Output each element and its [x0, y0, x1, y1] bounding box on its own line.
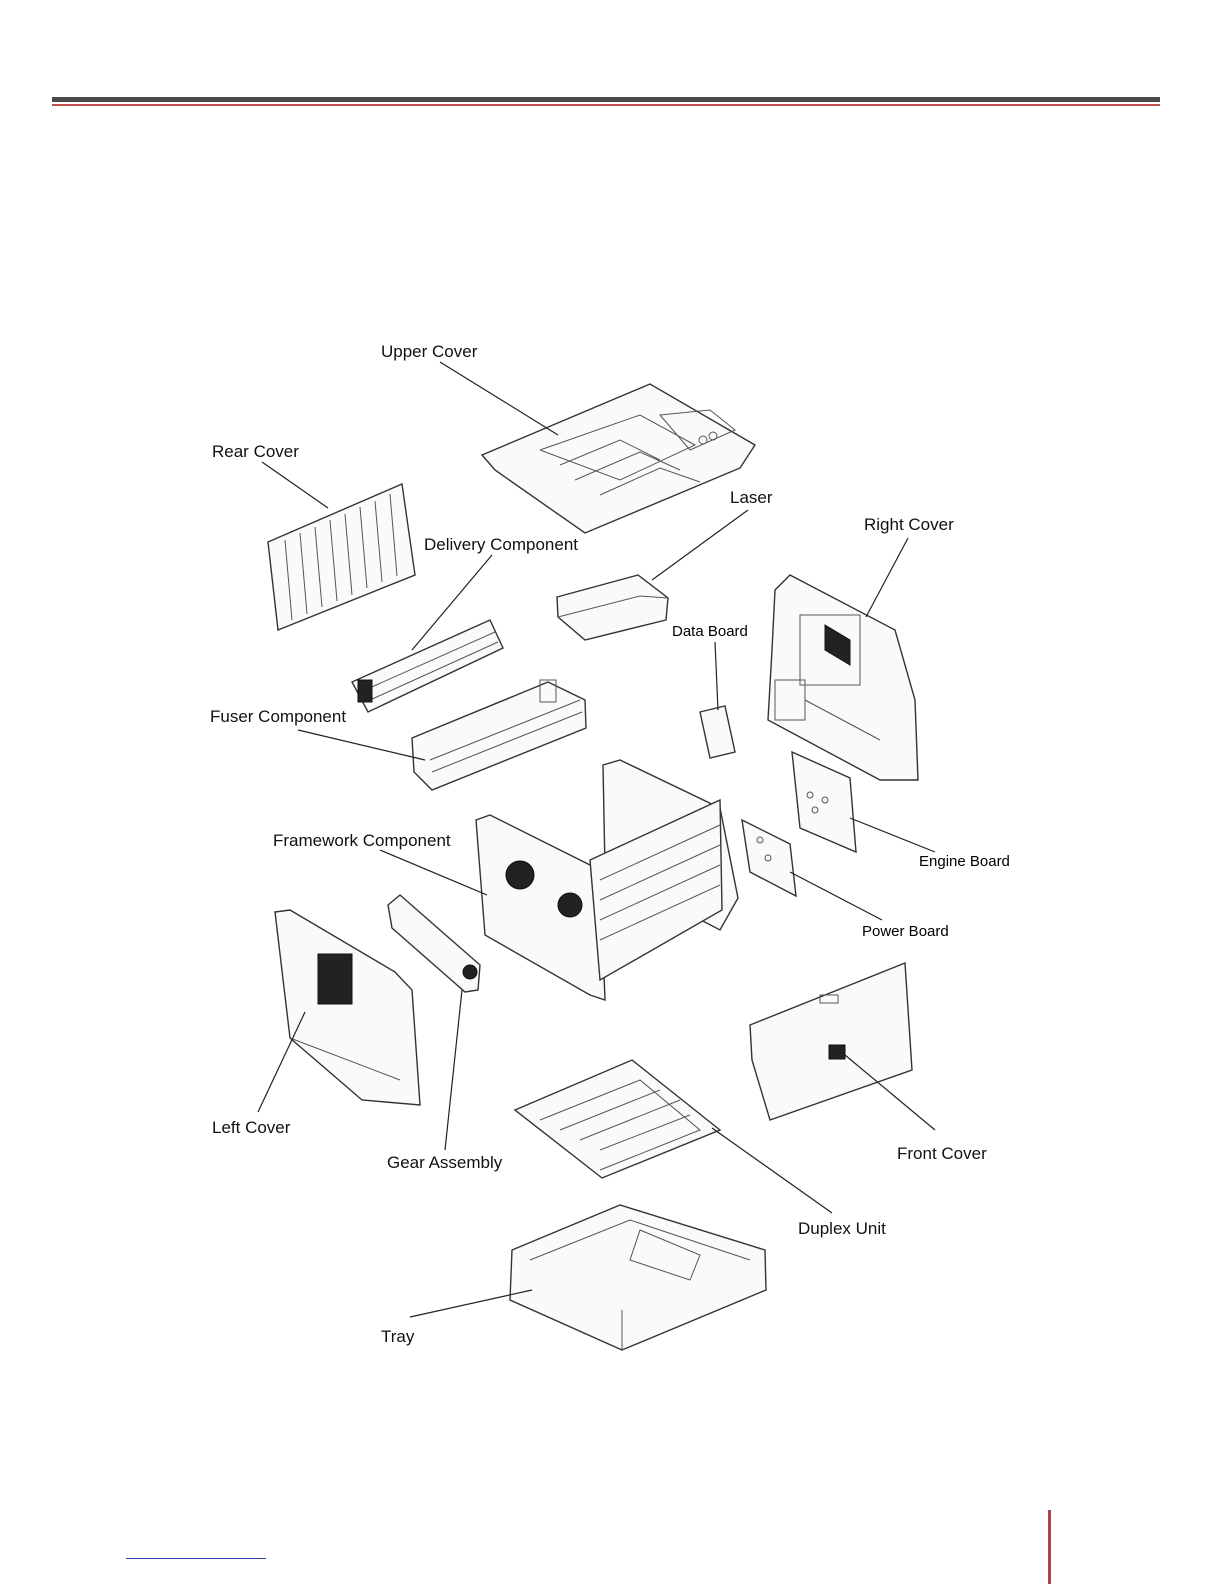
- label-front-cover: Front Cover: [897, 1144, 987, 1163]
- leader-data-board: [715, 642, 718, 710]
- left-cover-part: [275, 910, 420, 1105]
- leader-framework-component: [380, 850, 487, 895]
- leader-tray: [410, 1290, 532, 1317]
- label-right-cover: Right Cover: [864, 515, 954, 534]
- label-laser: Laser: [730, 488, 773, 507]
- leader-gear-assembly: [445, 990, 462, 1150]
- right-cover-part: [768, 575, 918, 780]
- leader-power-board: [790, 872, 882, 920]
- power-board-part: [742, 820, 796, 896]
- leader-laser: [652, 510, 748, 580]
- data-board-part: [700, 706, 735, 758]
- leader-upper-cover: [440, 362, 558, 435]
- duplex-unit-part: [515, 1060, 720, 1178]
- label-engine-board: Engine Board: [919, 853, 1010, 870]
- laser-part: [557, 575, 668, 640]
- upper-cover-part: [482, 384, 755, 533]
- label-rear-cover: Rear Cover: [212, 442, 299, 461]
- tray-part: [510, 1205, 766, 1350]
- leader-left-cover: [258, 1012, 305, 1112]
- leader-engine-board: [850, 818, 935, 852]
- engine-board-part: [792, 752, 856, 852]
- label-fuser-component: Fuser Component: [210, 707, 346, 726]
- label-power-board: Power Board: [862, 923, 949, 940]
- leader-rear-cover: [262, 462, 328, 508]
- leader-fuser-component: [298, 730, 425, 760]
- gear-assembly-part: [388, 895, 480, 992]
- framework-component-part: [476, 760, 738, 1000]
- leader-duplex-unit: [712, 1128, 832, 1213]
- leader-right-cover: [866, 538, 908, 617]
- delivery-component-part: [352, 620, 503, 712]
- label-delivery-component: Delivery Component: [424, 535, 578, 554]
- front-cover-part: [750, 963, 912, 1120]
- rear-cover-part: [268, 484, 415, 630]
- label-framework-component: Framework Component: [273, 831, 451, 850]
- label-data-board: Data Board: [672, 623, 748, 640]
- label-tray: Tray: [381, 1327, 415, 1346]
- footer-page-bar: [1048, 1510, 1051, 1584]
- fuser-component-part: [412, 680, 586, 790]
- label-upper-cover: Upper Cover: [381, 342, 478, 361]
- label-duplex-unit: Duplex Unit: [798, 1219, 886, 1238]
- label-left-cover: Left Cover: [212, 1118, 291, 1137]
- label-gear-assembly: Gear Assembly: [387, 1153, 503, 1172]
- footer-link[interactable]: [126, 1558, 266, 1559]
